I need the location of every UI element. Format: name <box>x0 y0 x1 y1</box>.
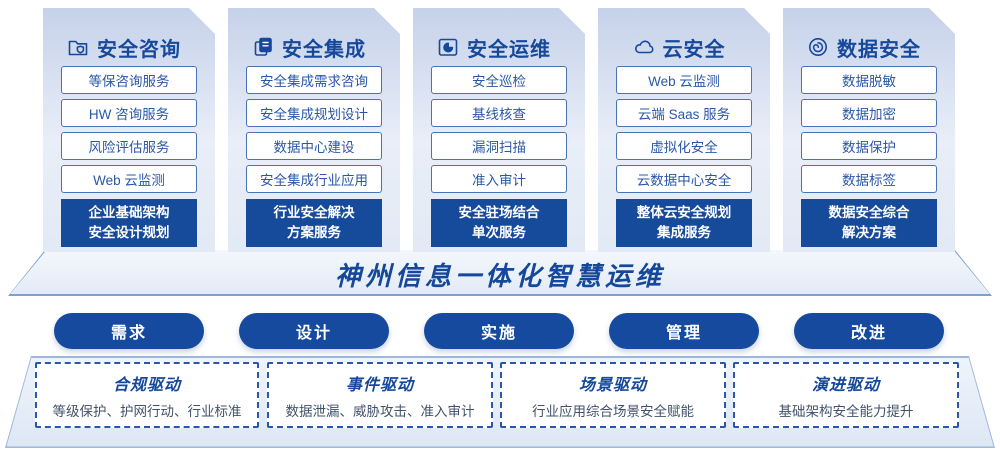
highlight-service: 行业安全解决 方案服务 <box>246 199 382 247</box>
card-title: 安全集成 <box>282 38 366 61</box>
monitor-clock-icon <box>437 36 459 58</box>
service-list: 等保咨询服务 HW 咨询服务 风险评估服务 Web 云监测 <box>61 66 197 198</box>
driver-desc: 数据泄漏、威胁攻击、准入审计 <box>285 403 475 419</box>
card-header: 安全运维 <box>413 34 575 61</box>
card-title: 云安全 <box>662 38 726 61</box>
driver-title: 场景驱动 <box>578 376 647 394</box>
process-step-implement: 实施 <box>424 313 574 349</box>
highlight-service: 安全驻场结合 单次服务 <box>431 199 567 247</box>
process-step-design: 设计 <box>239 313 389 349</box>
driver-desc: 行业应用综合场景安全赋能 <box>532 403 694 419</box>
driver-desc: 基础架构安全能力提升 <box>778 403 914 419</box>
service-item: 准入审计 <box>431 165 567 193</box>
driver-box-incident: 事件驱动 数据泄漏、威胁攻击、准入审计 <box>267 362 493 428</box>
card-title: 安全咨询 <box>97 38 181 61</box>
service-item: 数据加密 <box>801 99 937 127</box>
service-item: 风险评估服务 <box>61 132 197 160</box>
driver-box-scenario: 场景驱动 行业应用综合场景安全赋能 <box>500 362 726 428</box>
service-item: 安全集成规划设计 <box>246 99 382 127</box>
service-item: 云数据中心安全 <box>616 165 752 193</box>
service-item: 安全集成需求咨询 <box>246 66 382 94</box>
platform-banner: 神州信息一体化智慧运维 <box>8 250 992 296</box>
service-card-security-consulting: 安全咨询 等保咨询服务 HW 咨询服务 风险评估服务 Web 云监测 企业基础架… <box>43 8 215 252</box>
service-item: 基线核查 <box>431 99 567 127</box>
service-item: 数据保护 <box>801 132 937 160</box>
service-item: 安全集成行业应用 <box>246 165 382 193</box>
service-list: 数据脱敏 数据加密 数据保护 数据标签 <box>801 66 937 198</box>
fingerprint-icon <box>807 36 829 58</box>
service-item: 漏洞扫描 <box>431 132 567 160</box>
service-list: 安全集成需求咨询 安全集成规划设计 数据中心建设 安全集成行业应用 <box>246 66 382 198</box>
card-header: 安全集成 <box>228 34 390 61</box>
process-step-demand: 需求 <box>54 313 204 349</box>
service-item: 等保咨询服务 <box>61 66 197 94</box>
highlight-service: 数据安全综合 解决方案 <box>801 199 937 247</box>
process-step-improve: 改进 <box>794 313 944 349</box>
folder-shield-icon <box>67 36 89 58</box>
card-header: 安全咨询 <box>43 34 205 61</box>
service-card-cloud-security: 云安全 Web 云监测 云端 Saas 服务 虚拟化安全 云数据中心安全 整体云… <box>598 8 770 252</box>
service-list: 安全巡检 基线核查 漏洞扫描 准入审计 <box>431 66 567 198</box>
highlight-service: 整体云安全规划 集成服务 <box>616 199 752 247</box>
service-item: 数据标签 <box>801 165 937 193</box>
service-item: 数据脱敏 <box>801 66 937 94</box>
card-header: 云安全 <box>598 34 760 61</box>
highlight-line: 解决方案 <box>842 225 896 240</box>
platform-surface <box>10 250 990 294</box>
driver-title: 合规驱动 <box>112 376 181 394</box>
highlight-line: 数据安全综合 <box>828 205 910 221</box>
highlight-line: 集成服务 <box>657 225 711 240</box>
service-card-data-security: 数据安全 数据脱敏 数据加密 数据保护 数据标签 数据安全综合 解决方案 <box>783 8 955 252</box>
service-item: 数据中心建设 <box>246 132 382 160</box>
card-title: 数据安全 <box>837 38 921 61</box>
stacked-docs-icon <box>252 36 274 58</box>
driver-title: 事件驱动 <box>345 376 414 394</box>
service-item: 安全巡检 <box>431 66 567 94</box>
service-item: Web 云监测 <box>61 165 197 193</box>
highlight-line: 方案服务 <box>287 225 341 240</box>
service-item: HW 咨询服务 <box>61 99 197 127</box>
service-card-security-integration: 安全集成 安全集成需求咨询 安全集成规划设计 数据中心建设 安全集成行业应用 行… <box>228 8 400 252</box>
highlight-line: 整体云安全规划 <box>636 205 732 221</box>
card-title: 安全运维 <box>467 38 551 61</box>
highlight-service: 企业基础架构 安全设计规划 <box>61 199 197 247</box>
highlight-line: 行业安全解决 <box>273 205 355 221</box>
driver-desc: 等级保护、护网行动、行业标准 <box>52 403 242 419</box>
service-card-security-operations: 安全运维 安全巡检 基线核查 漏洞扫描 准入审计 安全驻场结合 单次服务 <box>413 8 585 252</box>
highlight-line: 安全驻场结合 <box>458 205 540 221</box>
driver-box-compliance: 合规驱动 等级保护、护网行动、行业标准 <box>35 362 259 428</box>
driver-title: 演进驱动 <box>811 376 880 394</box>
process-step-manage: 管理 <box>609 313 759 349</box>
service-item: 云端 Saas 服务 <box>616 99 752 127</box>
service-item: 虚拟化安全 <box>616 132 752 160</box>
driver-box-evolution: 演进驱动 基础架构安全能力提升 <box>733 362 959 428</box>
highlight-line: 单次服务 <box>472 225 526 240</box>
cloud-icon <box>633 36 655 58</box>
service-item: Web 云监测 <box>616 66 752 94</box>
service-list: Web 云监测 云端 Saas 服务 虚拟化安全 云数据中心安全 <box>616 66 752 198</box>
highlight-line: 企业基础架构 <box>88 205 170 221</box>
card-header: 数据安全 <box>783 34 945 61</box>
banner-title: 神州信息一体化智慧运维 <box>334 261 665 291</box>
highlight-line: 安全设计规划 <box>88 225 170 240</box>
